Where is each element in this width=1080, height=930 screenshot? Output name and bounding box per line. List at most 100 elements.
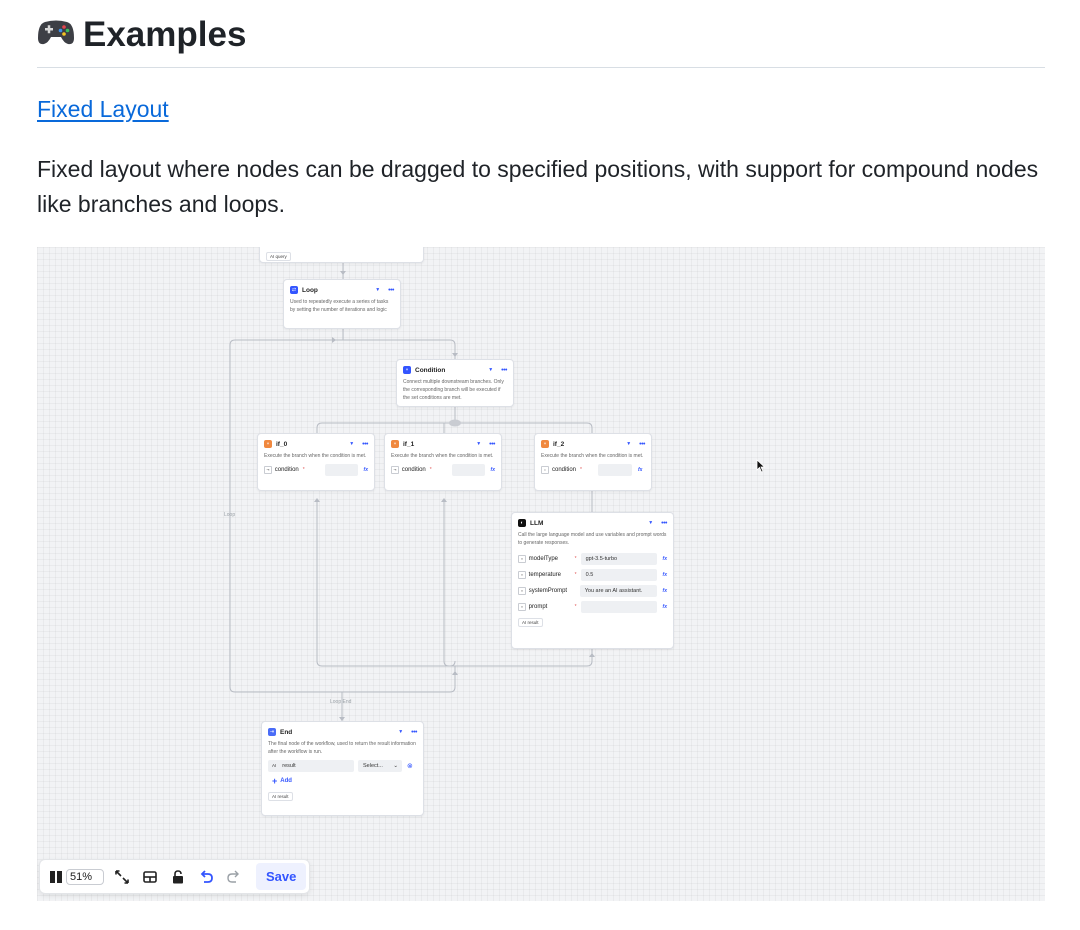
edge-lines [229, 263, 595, 721]
llm-icon: ◐ [518, 519, 526, 527]
fx-icon[interactable]: fx [363, 466, 368, 473]
section-description: Fixed layout where nodes can be dragged … [37, 156, 1039, 217]
temperature-input[interactable]: 0.5 [580, 568, 657, 581]
param-name: condition [552, 466, 577, 473]
undo-icon[interactable] [192, 863, 220, 891]
result-param-name: result [282, 762, 296, 769]
loop-edge-label: Loop [224, 512, 236, 518]
param-type-icon: ≡ [518, 554, 526, 563]
branch-node-if-1[interactable]: ⑂ if_1 ▼ ••• Execute the branch when the… [384, 433, 502, 491]
more-icon[interactable]: ••• [489, 440, 495, 448]
loop-title: Loop [302, 286, 318, 294]
redo-icon[interactable] [220, 863, 248, 891]
chevron-down-icon[interactable]: ▼ [488, 367, 494, 373]
more-icon[interactable]: ••• [501, 366, 507, 374]
param-name: prompt [528, 603, 548, 610]
fit-view-icon[interactable] [108, 863, 136, 891]
chevron-down-icon[interactable]: ▼ [648, 520, 654, 526]
required-mark: * [302, 466, 305, 473]
remove-icon[interactable]: ⊗ [407, 762, 413, 770]
loop-icon: ⇄ [290, 286, 298, 294]
zoom-level-input[interactable]: 51% [66, 868, 104, 885]
fx-icon[interactable]: fx [637, 466, 643, 473]
branch-icon: ⑂ [391, 440, 399, 448]
end-title: End [280, 728, 293, 736]
select-placeholder: Select... [363, 762, 383, 769]
branch-title: if_2 [553, 440, 565, 448]
branch-icon: ⑂ [264, 440, 272, 448]
plus-icon: + [272, 776, 278, 786]
param-type-icon: ⇥ [264, 465, 272, 474]
more-icon[interactable]: ••• [661, 519, 667, 527]
chevron-down-icon: ⌄ [393, 762, 398, 769]
fx-icon[interactable]: fx [662, 571, 667, 578]
condition-icon: ⑂ [403, 366, 411, 374]
more-icon[interactable]: ••• [362, 440, 368, 448]
fixed-layout-link[interactable]: Fixed Layout [37, 96, 169, 122]
branch-description: Execute the branch when the condition is… [391, 453, 494, 459]
llm-node[interactable]: ◐ LLM ▼ ••• Call the large language mode… [511, 512, 674, 649]
unlock-icon[interactable] [164, 863, 192, 891]
branch-icon: ⑂ [541, 440, 549, 448]
param-name: modelType [528, 555, 559, 562]
layout-icon[interactable] [136, 863, 164, 891]
fx-icon[interactable]: fx [662, 603, 667, 610]
required-mark: * [580, 466, 582, 473]
fx-icon[interactable]: fx [662, 555, 667, 562]
param-type-icon: ≈ [541, 465, 549, 474]
param-type-icon: ⇥ [391, 465, 399, 474]
chevron-down-icon[interactable]: ▼ [626, 441, 632, 447]
required-mark: * [574, 555, 577, 562]
result-name-input[interactable]: AI result [268, 759, 354, 772]
fx-icon[interactable]: fx [490, 466, 495, 473]
branch-title: if_0 [276, 440, 288, 448]
heading-text: Examples [83, 15, 247, 54]
condition-input[interactable] [451, 463, 485, 476]
chevron-down-icon[interactable]: ▼ [349, 441, 355, 447]
branch-node-if-2[interactable]: ⑂ if_2 ▼ ••• Execute the branch when the… [534, 433, 652, 491]
chevron-down-icon[interactable]: ▼ [476, 441, 482, 447]
fx-icon[interactable]: fx [662, 587, 667, 594]
branch-description: Execute the branch when the condition is… [264, 453, 367, 459]
start-output-badge: AI query [266, 252, 291, 261]
prompt-input[interactable] [580, 600, 657, 613]
result-value-select[interactable]: Select... ⌄ [358, 759, 402, 772]
branch-title: if_1 [403, 440, 415, 448]
start-node[interactable]: AI query [259, 247, 424, 263]
condition-description: Connect multiple downstream branches. On… [403, 379, 504, 401]
chevron-down-icon[interactable]: ▼ [375, 287, 381, 293]
branch-description: Execute the branch when the condition is… [541, 453, 644, 459]
heading-divider [37, 67, 1045, 68]
condition-input[interactable] [324, 463, 358, 476]
loop-end-edge-label: Loop End [330, 699, 352, 705]
more-icon[interactable]: ••• [388, 286, 394, 294]
param-name: systemPrompt [528, 587, 568, 594]
param-type-icon: ≡ [518, 570, 526, 579]
param-type-icon: ≡ [518, 586, 526, 595]
workflow-canvas[interactable]: AI query ⇄ Loop ▼ ••• Used to repeatedly… [37, 247, 1045, 901]
add-param-button[interactable]: + Add [272, 776, 413, 786]
llm-description: Call the large language model and use va… [518, 532, 667, 546]
minimap-icon[interactable] [48, 863, 66, 891]
param-type-icon: ≡ [518, 602, 526, 611]
param-type-tag: AI [272, 763, 277, 768]
more-icon[interactable]: ••• [411, 728, 417, 736]
end-node[interactable]: ⇥ End ▼ ••• The final node of the workfl… [261, 721, 424, 816]
condition-input[interactable] [597, 463, 632, 476]
loop-description: Used to repeatedly execute a series of t… [290, 299, 389, 313]
system-prompt-input[interactable]: You are an AI assistant. [579, 584, 657, 597]
loop-node[interactable]: ⇄ Loop ▼ ••• Used to repeatedly execute … [283, 279, 401, 329]
required-mark: * [574, 603, 577, 610]
canvas-toolbar: 51% Save [39, 859, 310, 894]
llm-title: LLM [530, 519, 544, 527]
required-mark: * [429, 466, 432, 473]
condition-node[interactable]: ⑂ Condition ▼ ••• Connect multiple downs… [396, 359, 514, 407]
save-button[interactable]: Save [256, 863, 307, 890]
end-icon: ⇥ [268, 728, 276, 736]
chevron-down-icon[interactable]: ▼ [398, 729, 404, 735]
llm-output-badge: AI result [518, 618, 543, 627]
param-name: condition [401, 466, 426, 473]
branch-node-if-0[interactable]: ⑂ if_0 ▼ ••• Execute the branch when the… [257, 433, 375, 491]
more-icon[interactable]: ••• [639, 440, 645, 448]
model-type-input[interactable]: gpt-3.5-turbo [580, 552, 657, 565]
